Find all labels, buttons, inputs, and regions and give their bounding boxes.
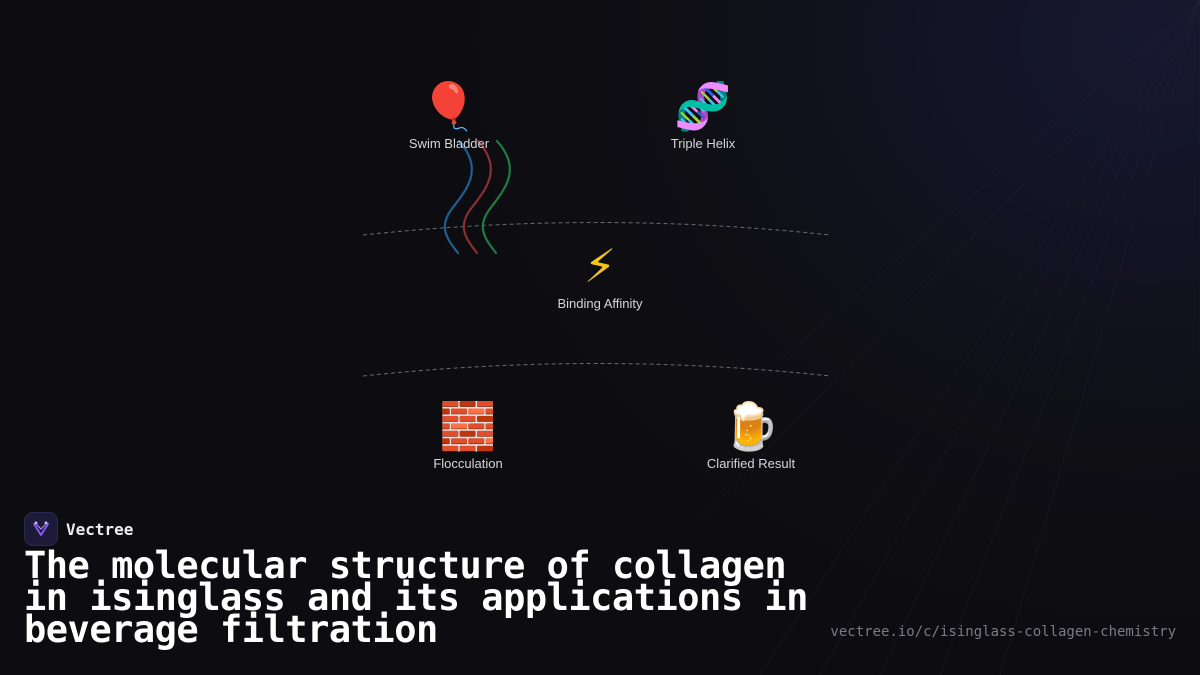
vectree-logo-icon bbox=[24, 512, 58, 546]
beer-mug-icon: 🍺 bbox=[722, 399, 780, 453]
node-label: Binding Affinity bbox=[557, 296, 643, 311]
node-flocculation: 🧱 Flocculation bbox=[388, 398, 548, 471]
brand-name: Vectree bbox=[66, 519, 134, 539]
helix-strand-green bbox=[481, 139, 511, 255]
brand: Vectree bbox=[24, 512, 133, 546]
helix-strand-red bbox=[462, 139, 492, 255]
balloon-icon: 🎈 bbox=[420, 79, 478, 133]
lower-divider-arc bbox=[362, 363, 831, 377]
node-swim-bladder: 🎈 Swim Bladder bbox=[369, 78, 529, 151]
source-url: vectree.io/c/isinglass-collagen-chemistr… bbox=[830, 624, 1176, 640]
lightning-icon: ⚡ bbox=[583, 239, 617, 293]
upper-divider-arc bbox=[362, 222, 831, 236]
brick-icon: 🧱 bbox=[439, 399, 497, 453]
helix-strand-blue bbox=[443, 139, 473, 255]
node-binding-affinity: ⚡ Binding Affinity bbox=[520, 238, 680, 311]
node-label: Clarified Result bbox=[706, 456, 796, 471]
logo-glyph bbox=[33, 521, 49, 536]
node-clarified-result: 🍺 Clarified Result bbox=[671, 398, 831, 471]
dna-icon: 🧬 bbox=[674, 79, 732, 133]
node-triple-helix: 🧬 Triple Helix bbox=[623, 78, 783, 151]
node-label: Triple Helix bbox=[670, 136, 736, 151]
node-label: Swim Bladder bbox=[408, 136, 490, 151]
node-label: Flocculation bbox=[433, 456, 503, 471]
page-title: The molecular structure of collagen in i… bbox=[24, 544, 808, 651]
